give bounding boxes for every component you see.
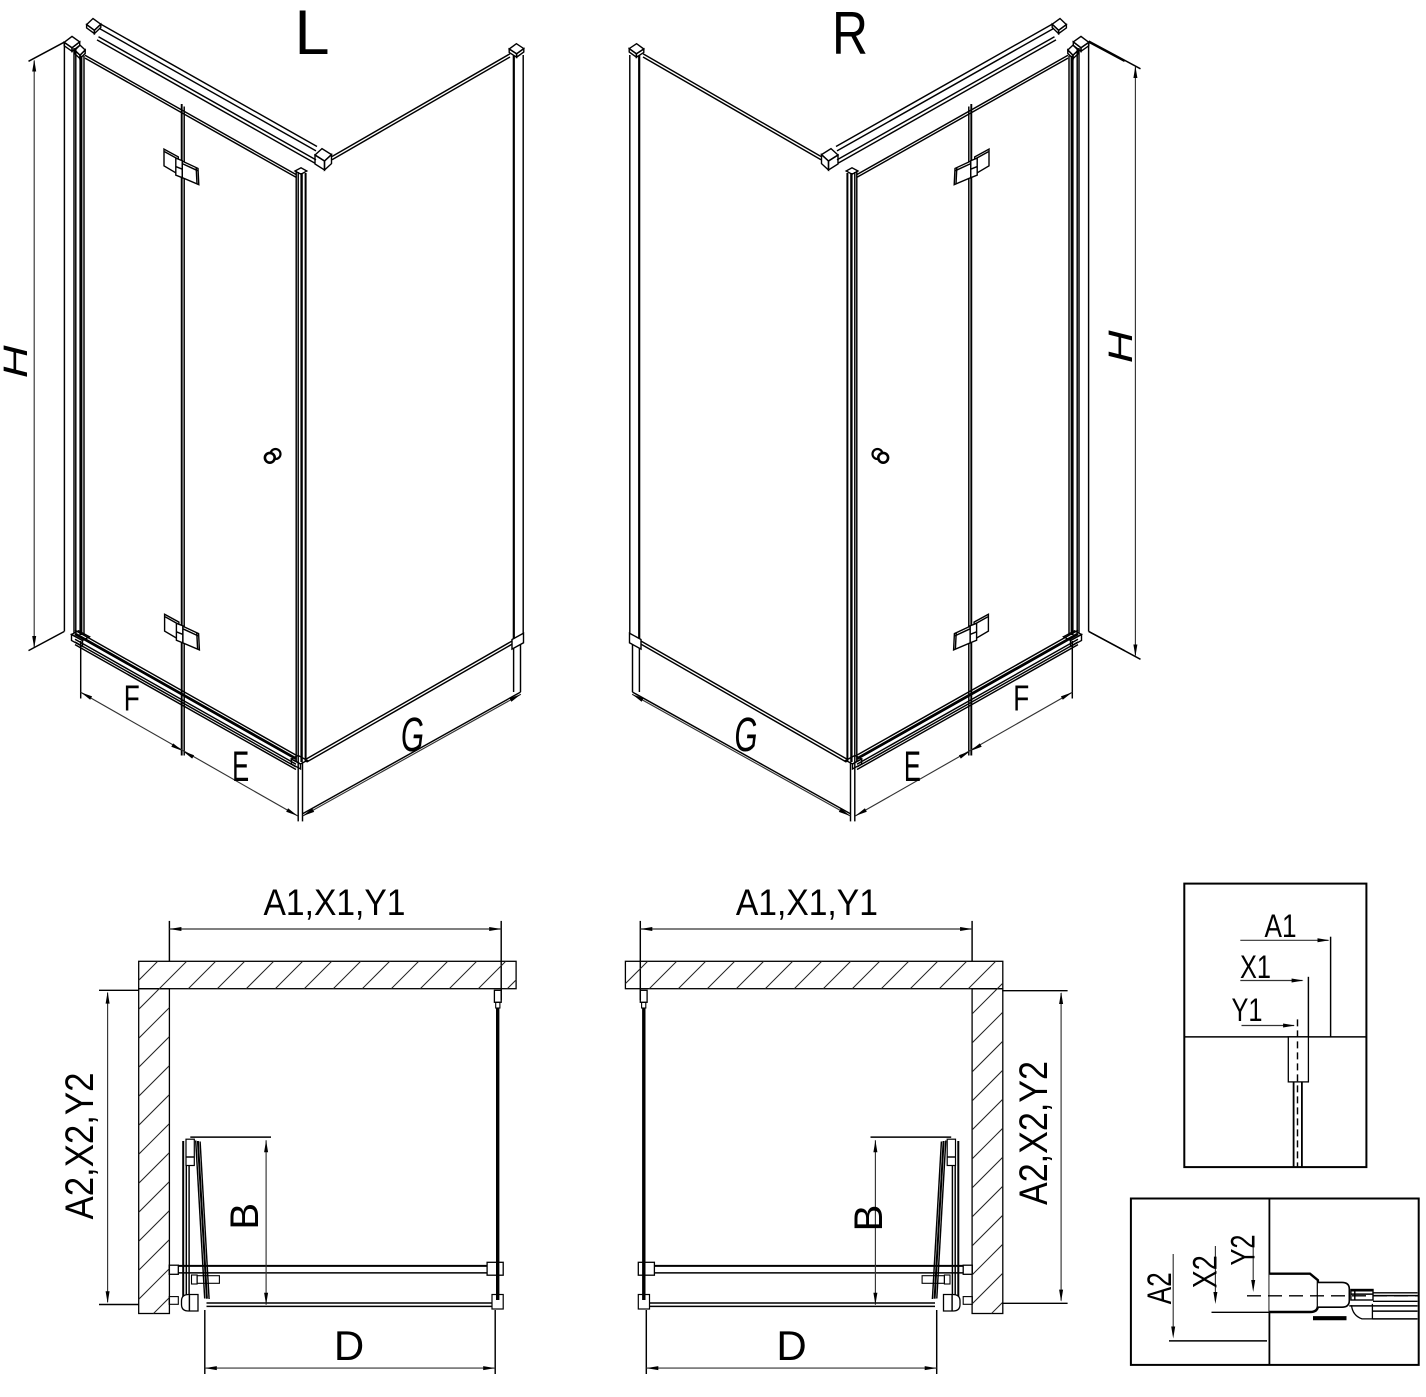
svg-text:A1,X1,Y1: A1,X1,Y1 <box>736 882 878 923</box>
svg-text:X2: X2 <box>1187 1255 1225 1288</box>
svg-text:E: E <box>904 743 921 791</box>
svg-text:A1: A1 <box>1265 908 1297 944</box>
svg-text:L: L <box>294 0 329 68</box>
svg-text:B: B <box>223 1203 267 1230</box>
svg-text:X1: X1 <box>1240 949 1271 985</box>
svg-text:F: F <box>1013 678 1029 719</box>
svg-text:A2: A2 <box>1141 1272 1179 1304</box>
svg-text:F: F <box>124 678 140 719</box>
svg-text:G: G <box>735 709 758 762</box>
svg-text:A2,X2,Y2: A2,X2,Y2 <box>1012 1061 1056 1205</box>
svg-text:E: E <box>232 743 249 791</box>
svg-text:Y2: Y2 <box>1224 1235 1262 1266</box>
svg-text:B: B <box>847 1205 891 1232</box>
svg-text:D: D <box>776 1322 806 1369</box>
svg-text:G: G <box>401 709 424 762</box>
svg-text:R: R <box>832 0 868 67</box>
svg-text:A2,X2,Y2: A2,X2,Y2 <box>58 1073 102 1220</box>
svg-text:Y1: Y1 <box>1232 992 1263 1028</box>
svg-text:A1,X1,Y1: A1,X1,Y1 <box>264 882 406 923</box>
svg-text:D: D <box>334 1322 364 1369</box>
